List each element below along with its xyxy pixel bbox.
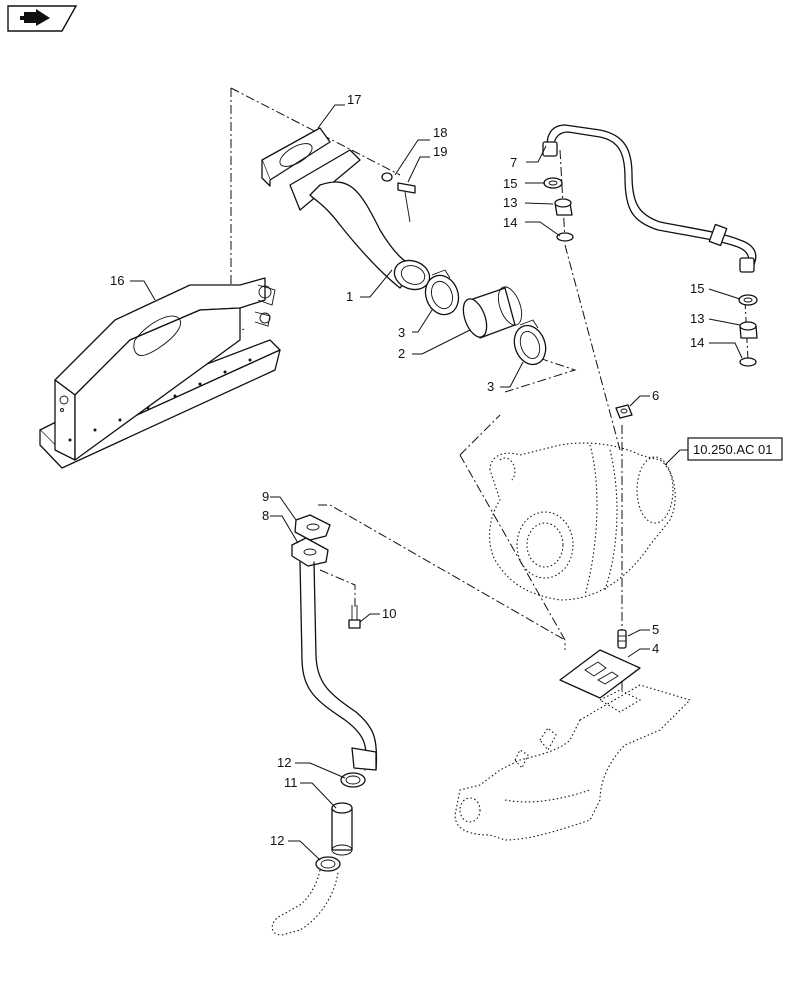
callout-4[interactable]: 4 [652, 641, 659, 656]
part-9-gasket[interactable] [294, 514, 331, 541]
part-10-bolt[interactable] [348, 605, 361, 629]
leader-lines [130, 104, 743, 861]
part-6-nut[interactable] [615, 404, 633, 419]
callout-9[interactable]: 9 [262, 489, 269, 504]
part-4-gasket[interactable] [559, 649, 641, 699]
exhaust-manifold-reference [454, 684, 692, 841]
callout-15-lower[interactable]: 15 [690, 281, 704, 296]
part-19-bolt[interactable] [397, 182, 416, 223]
callout-15-upper[interactable]: 15 [503, 176, 517, 191]
callout-16[interactable]: 16 [110, 273, 124, 288]
part-13-fitting-lower[interactable] [739, 321, 758, 339]
callout-13-lower[interactable]: 13 [690, 311, 704, 326]
callout-3-upper[interactable]: 3 [398, 325, 405, 340]
callout-13-upper[interactable]: 13 [503, 195, 517, 210]
callout-8[interactable]: 8 [262, 508, 269, 523]
part-12-clamp-upper[interactable] [340, 772, 366, 788]
callout-7[interactable]: 7 [510, 155, 517, 170]
callout-14-lower[interactable]: 14 [690, 335, 704, 350]
part-14-seal-lower[interactable] [739, 357, 757, 367]
callout-6[interactable]: 6 [652, 388, 659, 403]
part-2-sleeve[interactable] [459, 284, 526, 340]
part-11-hose[interactable] [331, 802, 353, 856]
reference-link-10-250-ac-01[interactable]: 10.250.AC 01 [687, 437, 783, 461]
part-17-gasket[interactable] [261, 127, 331, 187]
part-15-washer-lower[interactable] [738, 294, 758, 306]
part-3-clamp-lower[interactable] [509, 319, 551, 369]
part-3-clamp-upper[interactable] [420, 269, 464, 319]
part-13-fitting-upper[interactable] [554, 198, 573, 216]
callout-3-lower[interactable]: 3 [487, 379, 494, 394]
callout-10[interactable]: 10 [382, 606, 396, 621]
callout-19[interactable]: 19 [433, 144, 447, 159]
callout-12-upper[interactable]: 12 [277, 755, 291, 770]
turbocharger-reference [489, 442, 676, 601]
callout-11[interactable]: 11 [284, 775, 298, 790]
callout-18[interactable]: 18 [433, 125, 447, 140]
part-12-clamp-lower[interactable] [315, 856, 341, 872]
lower-hose-reference [271, 869, 339, 936]
callout-2[interactable]: 2 [398, 346, 405, 361]
alignment-lines [230, 87, 749, 690]
callout-1[interactable]: 1 [346, 289, 353, 304]
callout-5[interactable]: 5 [652, 622, 659, 637]
part-14-seal-upper[interactable] [556, 232, 574, 242]
part-16-manifold-housing[interactable] [39, 277, 281, 469]
callout-17[interactable]: 17 [347, 92, 361, 107]
part-5-stud[interactable] [617, 629, 627, 649]
callout-labels: 17 18 19 7 15 13 14 16 1 3 2 3 15 13 14 … [110, 92, 704, 848]
part-15-washer-upper[interactable] [543, 177, 563, 189]
part-7-oil-feed-pipe[interactable] [542, 124, 757, 273]
reference-label[interactable]: 10.250.AC 01 [693, 442, 773, 457]
navigation-arrow-icon[interactable] [7, 5, 78, 32]
part-18-washer[interactable] [381, 172, 393, 182]
callout-14-upper[interactable]: 14 [503, 215, 517, 230]
drain-pipe[interactable] [299, 561, 378, 771]
part-1-elbow-pipe[interactable] [289, 149, 434, 294]
part-8-gasket[interactable] [291, 537, 329, 567]
callout-12-lower[interactable]: 12 [270, 833, 284, 848]
